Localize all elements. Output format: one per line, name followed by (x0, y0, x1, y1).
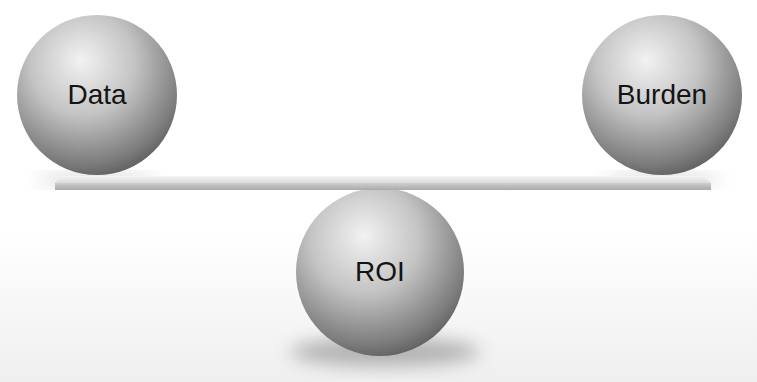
plank-front (55, 183, 711, 190)
sphere (582, 15, 742, 175)
sphere-node: ROI (296, 188, 464, 356)
sphere (296, 188, 464, 356)
sphere-label: ROI (355, 256, 405, 288)
sphere-label: Burden (617, 79, 707, 111)
sphere-label: Data (67, 79, 126, 111)
sphere-node: Data (17, 15, 177, 175)
sphere-node: Burden (582, 15, 742, 175)
plank-top (55, 176, 711, 183)
sphere (17, 15, 177, 175)
sphere-shadow (602, 175, 722, 185)
sphere-shadow (36, 175, 156, 185)
